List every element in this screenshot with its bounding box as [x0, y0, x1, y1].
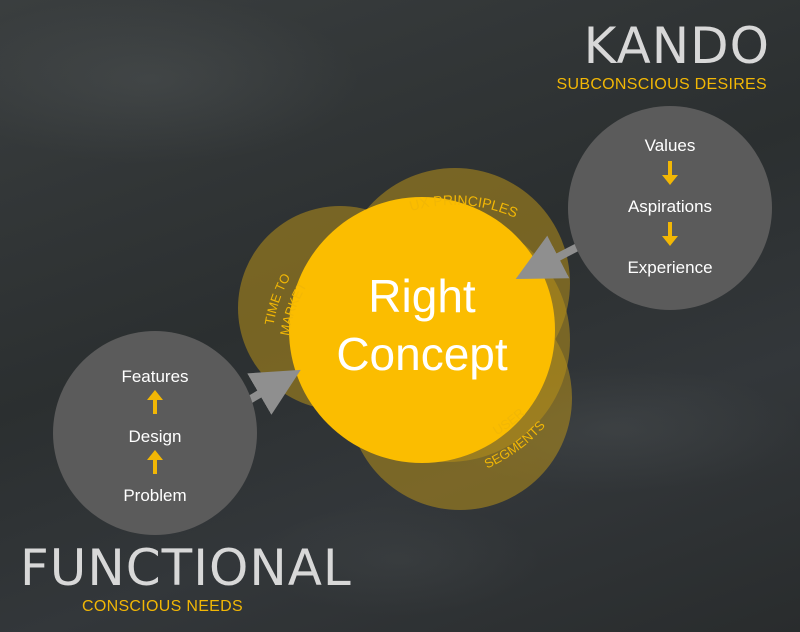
kando-circle [568, 106, 772, 310]
kando-step-values: Values [645, 136, 696, 155]
right-concept-circle [289, 197, 555, 463]
functional-step-design: Design [129, 427, 182, 446]
functional-step-problem: Problem [123, 486, 186, 505]
functional-subtitle: CONSCIOUS NEEDS [82, 598, 243, 615]
functional-title: FUNCTIONAL [20, 539, 352, 597]
functional-up-arrow-icon [147, 390, 163, 414]
functional-circle [53, 331, 257, 535]
kando-title: KANDO [583, 17, 770, 75]
functional-up-arrow-icon-2 [147, 450, 163, 474]
kando-subtitle: SUBCONSCIOUS DESIRES [556, 76, 767, 93]
kando-down-arrow-icon-2 [662, 222, 678, 246]
kando-down-arrow-icon [662, 161, 678, 185]
kando-node: Values Aspirations Experience [568, 106, 772, 310]
center-line-1: Right [368, 270, 476, 322]
functional-step-features: Features [121, 367, 188, 386]
kando-step-aspirations: Aspirations [628, 197, 712, 216]
kando-step-experience: Experience [627, 258, 712, 277]
center-line-2: Concept [336, 328, 508, 380]
functional-node: Features Design Problem [53, 331, 257, 535]
